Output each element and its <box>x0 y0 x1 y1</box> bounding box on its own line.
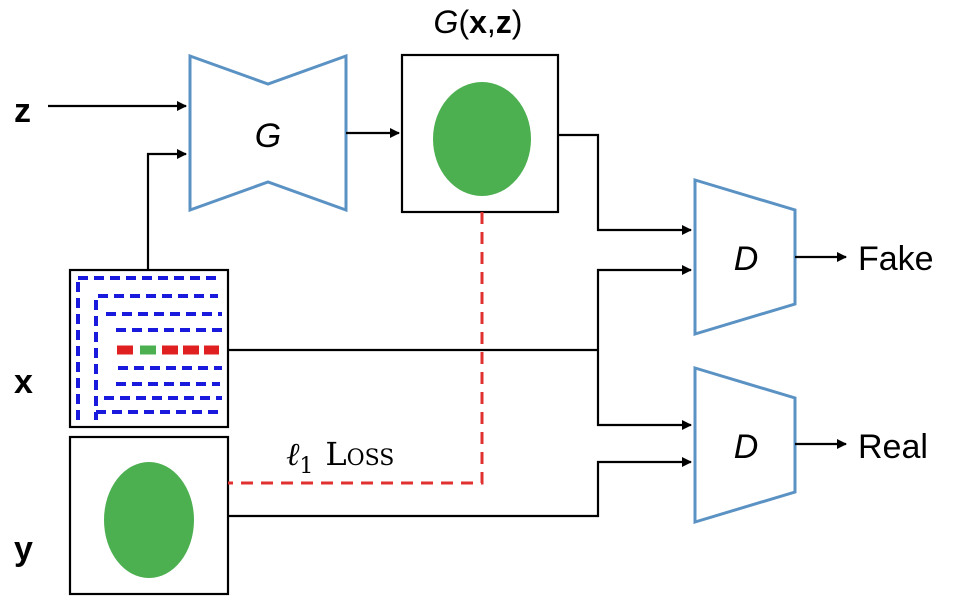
x-to-d-real-arrow <box>596 350 692 430</box>
z-label: z <box>14 92 31 130</box>
output-title: G(x,z) <box>434 4 523 40</box>
y-target-ellipse <box>104 462 194 578</box>
x-label: x <box>14 363 33 401</box>
discriminator-fake-label: D <box>734 240 759 278</box>
y-to-d-real-arrow <box>228 457 692 518</box>
fake-label: Fake <box>858 240 934 278</box>
real-label: Real <box>858 428 928 466</box>
x-to-d-fake-arrow <box>596 265 692 350</box>
y-label: y <box>14 530 33 568</box>
generator-label: G <box>255 117 281 155</box>
discriminator-fake-block <box>693 177 797 337</box>
discriminator-real-label: D <box>734 428 759 466</box>
discriminator-real-block <box>693 365 797 525</box>
g-output-ellipse <box>433 82 531 196</box>
generator-block <box>188 53 348 213</box>
l1-loss-line <box>228 212 484 485</box>
output-to-d-fake-arrow <box>558 133 692 235</box>
x-to-g-arrow <box>146 149 187 270</box>
x-segmentation-map <box>76 276 222 420</box>
